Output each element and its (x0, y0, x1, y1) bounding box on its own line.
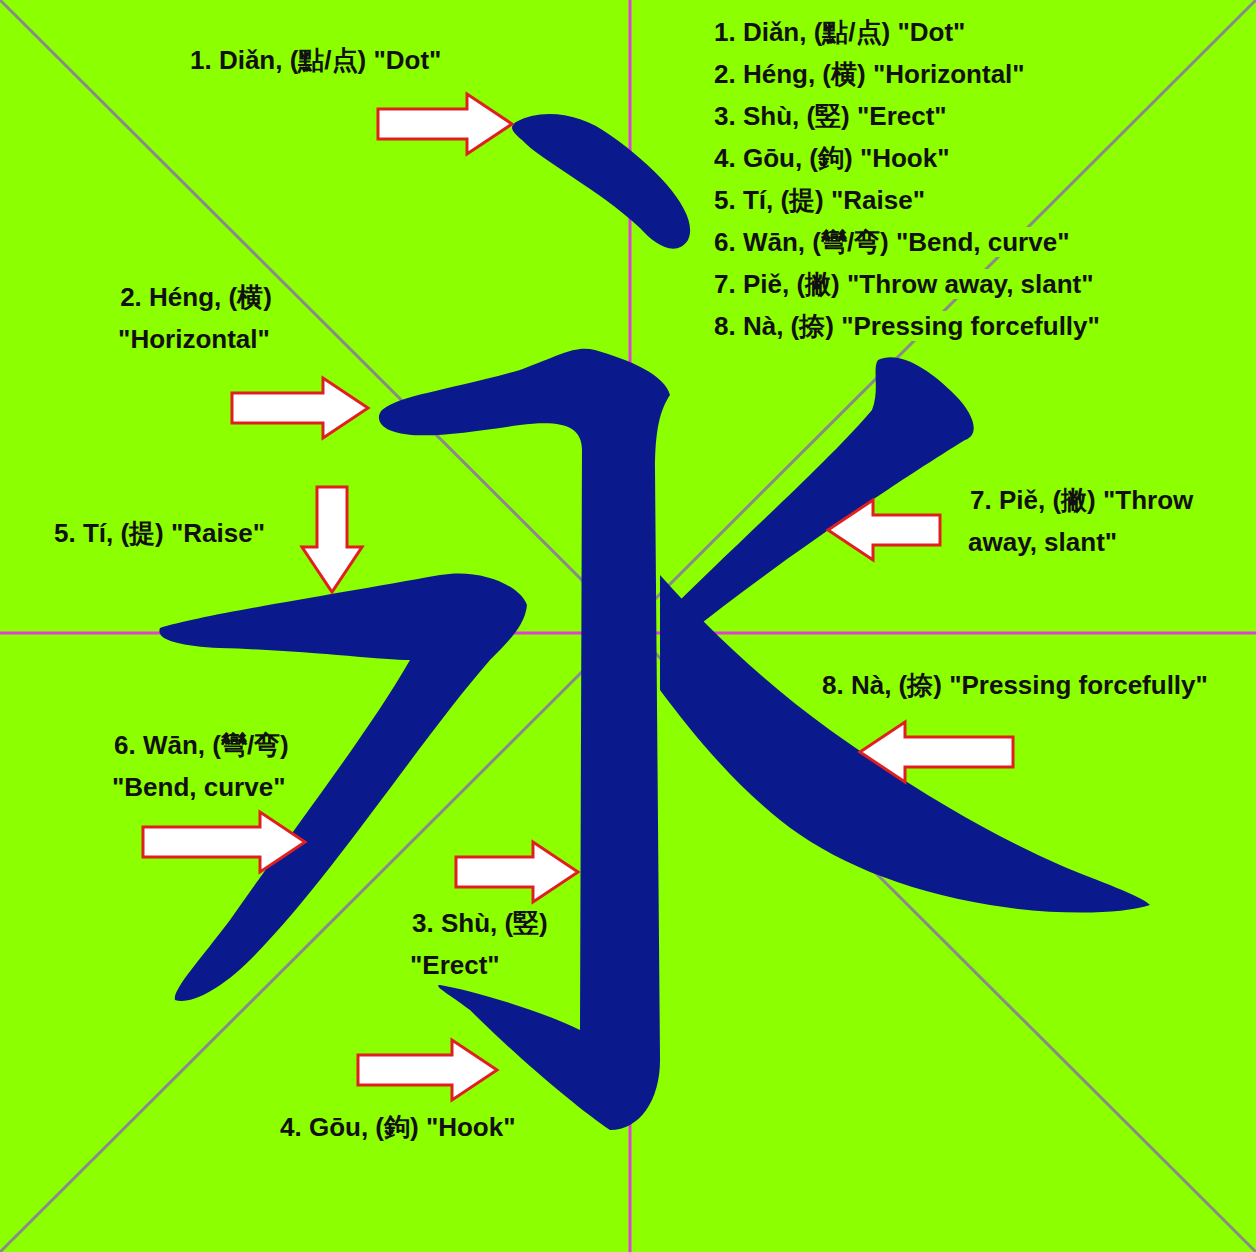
callout-label: 6. Wān, (彎/弯) "Bend, curve" (112, 724, 332, 808)
callout-label: 4. Gōu, (鉤) "Hook" (278, 1106, 518, 1148)
callout-label: 2. Héng, (横) "Horizontal" (95, 276, 295, 360)
label-text: 7. Piě, (撇) "Throw away, slant" (712, 269, 1096, 299)
pointer-arrow (358, 1040, 497, 1100)
label-text: 5. Tí, (提) "Raise" (712, 185, 927, 215)
pointer-arrow (828, 500, 940, 560)
label-text: 5. Tí, (提) "Raise" (52, 518, 267, 548)
legend-list-item: 7. Piě, (撇) "Throw away, slant" (712, 263, 1096, 305)
callout-label: 1. Diǎn, (點/点) "Dot" (188, 39, 443, 81)
label-text: 4. Gōu, (鉤) "Hook" (712, 143, 952, 173)
label-text: 1. Diǎn, (點/点) "Dot" (188, 45, 443, 75)
dot-stroke (512, 114, 690, 249)
legend-list-item: 6. Wān, (彎/弯) "Bend, curve" (712, 221, 1071, 263)
label-text: 2. Héng, (横) "Horizontal" (712, 59, 1027, 89)
callout-label: 8. Nà, (捺) "Pressing forcefully" (820, 664, 1210, 706)
callout-label: 3. Shù, (竪) "Erect" (410, 902, 555, 986)
pointer-arrow (860, 722, 1013, 782)
label-text: 6. Wān, (彎/弯) "Bend, curve" (712, 227, 1071, 257)
legend-list-item: 4. Gōu, (鉤) "Hook" (712, 137, 952, 179)
pointer-arrow (232, 378, 368, 438)
slant-stroke (660, 357, 974, 640)
label-text: 6. Wān, (彎/弯) "Bend, curve" (112, 730, 289, 802)
legend-list-item: 2. Héng, (横) "Horizontal" (712, 53, 1027, 95)
label-text: 2. Héng, (横) "Horizontal" (118, 282, 272, 354)
label-text: 1. Diǎn, (點/点) "Dot" (712, 17, 967, 47)
callout-label: 5. Tí, (提) "Raise" (52, 512, 267, 554)
press-stroke (660, 575, 1150, 913)
legend-list-item: 8. Nà, (捺) "Pressing forcefully" (712, 305, 1102, 347)
legend-list-item: 1. Diǎn, (點/点) "Dot" (712, 11, 967, 53)
pointer-arrow (378, 94, 512, 154)
legend-list-item: 5. Tí, (提) "Raise" (712, 179, 927, 221)
pointer-arrow (143, 812, 305, 872)
label-text: 7. Piě, (撇) "Throw away, slant" (968, 485, 1193, 557)
label-text: 8. Nà, (捺) "Pressing forcefully" (712, 311, 1102, 341)
callout-label: 7. Piě, (撇) "Throw away, slant" (968, 479, 1223, 563)
pointer-arrow (456, 842, 578, 902)
label-text: 3. Shù, (竪) "Erect" (712, 101, 949, 131)
label-text: 3. Shù, (竪) "Erect" (410, 908, 548, 980)
pointer-arrow (302, 487, 362, 592)
label-text: 4. Gōu, (鉤) "Hook" (278, 1112, 518, 1142)
legend-list-item: 3. Shù, (竪) "Erect" (712, 95, 949, 137)
label-text: 8. Nà, (捺) "Pressing forcefully" (820, 670, 1210, 700)
